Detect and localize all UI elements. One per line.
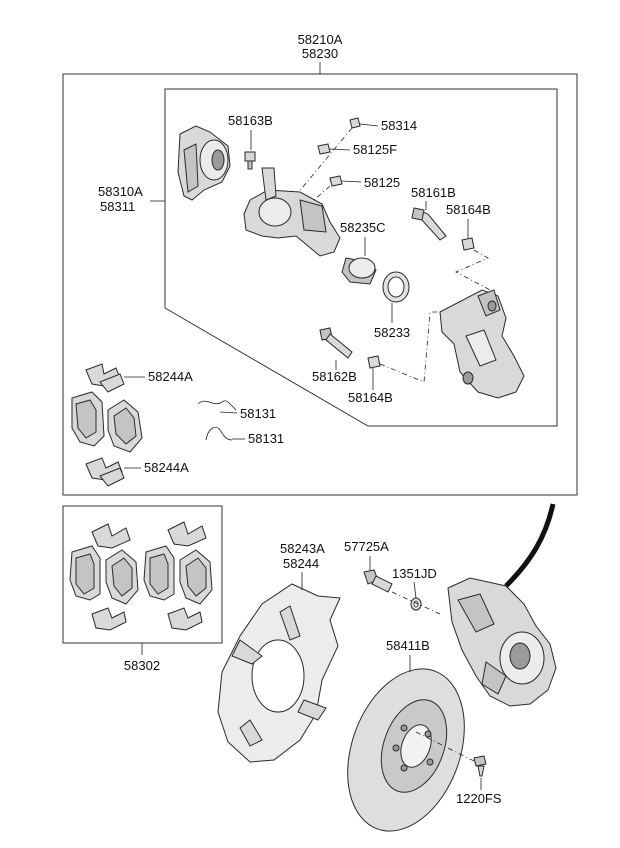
label-58233: 58233 (374, 325, 410, 340)
bleeder-58125-part (329, 175, 343, 187)
axis-line-1 (291, 127, 353, 201)
caliper-bracket-part (439, 289, 525, 399)
assembly-arrow (504, 503, 556, 588)
guide-pin-58161B-part (411, 207, 447, 241)
guide-pin-58162B-part (319, 327, 353, 359)
label-58164B-top: 58164B (446, 202, 491, 217)
label-58244A-top: 58244A (148, 369, 193, 384)
wear-sensor-a-part (197, 400, 237, 411)
caliper-sub-frame (164, 88, 558, 427)
label-1220FS: 1220FS (456, 791, 502, 806)
dust-shield-part (217, 583, 341, 763)
pad-kit-clips-top-part (91, 521, 207, 549)
label-58310A: 58310A (98, 184, 143, 199)
leader-58131-a (219, 411, 238, 414)
bolt-58163B-part (244, 151, 256, 170)
label-1351JD: 1351JD (392, 566, 437, 581)
washer-1351JD-part (410, 597, 422, 611)
cap-58125F-part (317, 143, 331, 155)
label-58302: 58302 (124, 658, 160, 673)
axis-line-3 (455, 249, 491, 291)
label-58230: 58230 (302, 46, 338, 61)
label-58244A-bottom: 58244A (144, 460, 189, 475)
bleeder-58314-part (349, 117, 361, 129)
label-58210A: 58210A (298, 32, 343, 47)
pad-kit-frame (62, 505, 223, 644)
brake-pad-right-part (107, 399, 143, 453)
brake-disc-part (347, 668, 465, 832)
label-58311: 58311 (100, 199, 135, 214)
axis-line-4 (379, 311, 440, 383)
label-58125F: 58125F (353, 142, 397, 157)
label-58162B: 58162B (312, 369, 357, 384)
label-58164B-bottom: 58164B (348, 390, 393, 405)
caliper-body-part (177, 125, 231, 201)
caliper-housing-part (243, 167, 341, 257)
label-58314: 58314 (381, 118, 417, 133)
leader-58125 (341, 180, 362, 183)
label-58131-b: 58131 (248, 431, 284, 446)
label-58163B: 58163B (228, 113, 273, 128)
leader-58125F (329, 148, 351, 151)
piston-part (341, 257, 377, 285)
label-58244: 58244 (283, 556, 319, 571)
label-58125: 58125 (364, 175, 400, 190)
boot-58164B-top-part (461, 237, 475, 251)
axis-line-5 (391, 591, 441, 615)
brake-pad-left-part (71, 391, 105, 447)
bolt-57725A-part (363, 569, 393, 593)
label-58131-a: 58131 (240, 406, 276, 421)
label-57725A: 57725A (344, 539, 389, 554)
leader-1351JD (413, 581, 417, 599)
seal-ring-part (382, 271, 410, 303)
label-58243A: 58243A (280, 541, 325, 556)
screw-1220FS-part (473, 755, 487, 777)
leader-58314 (359, 123, 379, 127)
boot-58164B-bottom-part (367, 355, 381, 369)
pad-kit-clips-bottom-part (91, 607, 203, 631)
label-58235C: 58235C (340, 220, 386, 235)
label-58411B: 58411B (386, 638, 430, 653)
clip-58244A-bottom-part (85, 457, 125, 487)
wear-sensor-b-part (205, 426, 233, 441)
assembled-caliper-part (447, 577, 557, 707)
label-58161B: 58161B (411, 185, 456, 200)
clip-58244A-top-part (85, 363, 125, 393)
pad-kit-pads-part (69, 545, 213, 605)
